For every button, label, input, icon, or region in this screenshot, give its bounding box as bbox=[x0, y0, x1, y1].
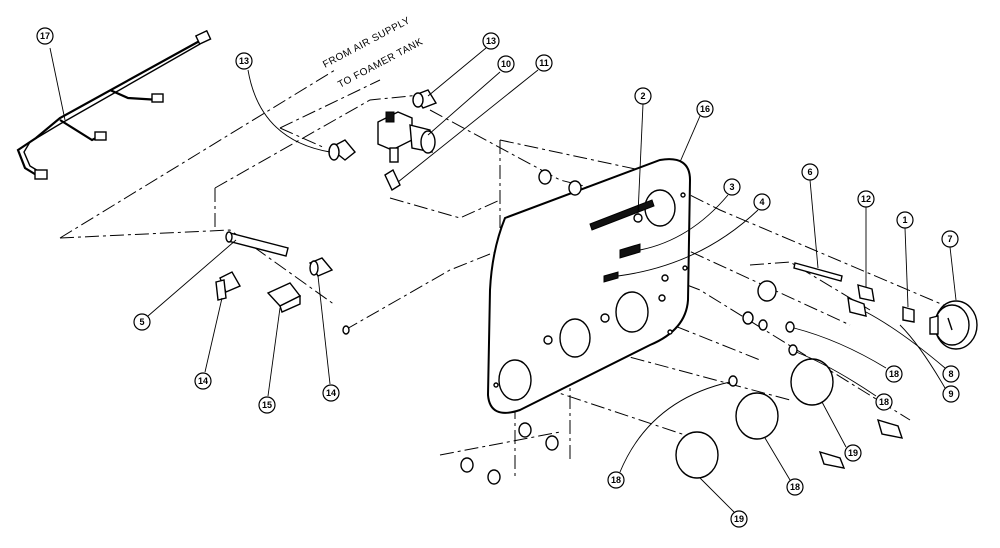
callout-18-c: 18 bbox=[607, 381, 731, 489]
svg-text:13: 13 bbox=[486, 36, 496, 46]
callout-16: 16 bbox=[679, 100, 714, 163]
svg-text:14: 14 bbox=[326, 388, 336, 398]
callout-17: 17 bbox=[36, 27, 66, 121]
svg-text:9: 9 bbox=[948, 389, 953, 399]
svg-text:19: 19 bbox=[848, 448, 858, 458]
svg-text:7: 7 bbox=[947, 234, 952, 244]
callout-4: 4 bbox=[617, 193, 771, 277]
svg-text:14: 14 bbox=[198, 376, 208, 386]
callout-19-b: 19 bbox=[699, 477, 748, 528]
note-to-foamer-tank: TO FOAMER TANK bbox=[336, 36, 425, 90]
svg-text:8: 8 bbox=[948, 369, 953, 379]
wire-harness bbox=[16, 29, 212, 180]
note-from-air-supply: FROM AIR SUPPLY bbox=[321, 15, 412, 70]
callout-19-a: 19 bbox=[821, 401, 862, 462]
svg-text:10: 10 bbox=[501, 59, 511, 69]
svg-text:2: 2 bbox=[640, 91, 645, 101]
svg-text:19: 19 bbox=[734, 514, 744, 524]
svg-text:11: 11 bbox=[539, 58, 549, 68]
callout-11: 12 bbox=[857, 190, 875, 287]
callout-18-d: 18 bbox=[764, 437, 804, 496]
callout-7: 7 bbox=[941, 230, 959, 301]
callout-13-right: 13 bbox=[427, 32, 500, 97]
svg-text:18: 18 bbox=[611, 475, 621, 485]
pipe-and-fittings bbox=[215, 231, 350, 335]
gauges-and-rings bbox=[460, 169, 904, 485]
callout-12: 11 bbox=[397, 54, 553, 183]
control-panel bbox=[486, 158, 692, 414]
callout-14-right: 14 bbox=[317, 275, 340, 402]
svg-text:15: 15 bbox=[262, 400, 272, 410]
callout-18-a: 18 bbox=[793, 327, 903, 383]
svg-text:13: 13 bbox=[239, 56, 249, 66]
svg-text:18: 18 bbox=[879, 397, 889, 407]
callout-6: 6 bbox=[801, 163, 819, 269]
callout-10: 10 bbox=[427, 55, 515, 136]
callout-13-left: 13 bbox=[235, 52, 331, 153]
callout-8: 8 bbox=[865, 311, 960, 383]
svg-text:6: 6 bbox=[807, 167, 812, 177]
callout-5: 5 bbox=[133, 239, 237, 331]
svg-text:1: 1 bbox=[902, 215, 907, 225]
callout-9: 9 bbox=[899, 324, 960, 403]
callout-15: 15 bbox=[258, 307, 281, 414]
svg-text:12: 12 bbox=[861, 194, 871, 204]
svg-text:18: 18 bbox=[790, 482, 800, 492]
callout-2: 2 bbox=[634, 87, 652, 215]
callout-3: 3 bbox=[639, 178, 741, 251]
valve-assembly bbox=[328, 89, 438, 192]
callout-1: 1 bbox=[896, 211, 914, 308]
svg-text:17: 17 bbox=[40, 31, 50, 41]
gauge-assembly bbox=[793, 262, 978, 350]
svg-text:16: 16 bbox=[700, 104, 710, 114]
svg-text:18: 18 bbox=[889, 369, 899, 379]
callout-18-b: 18 bbox=[795, 351, 893, 411]
svg-text:5: 5 bbox=[139, 317, 144, 327]
svg-text:3: 3 bbox=[729, 182, 734, 192]
callout-14-left: 14 bbox=[194, 297, 223, 390]
svg-text:4: 4 bbox=[759, 197, 764, 207]
